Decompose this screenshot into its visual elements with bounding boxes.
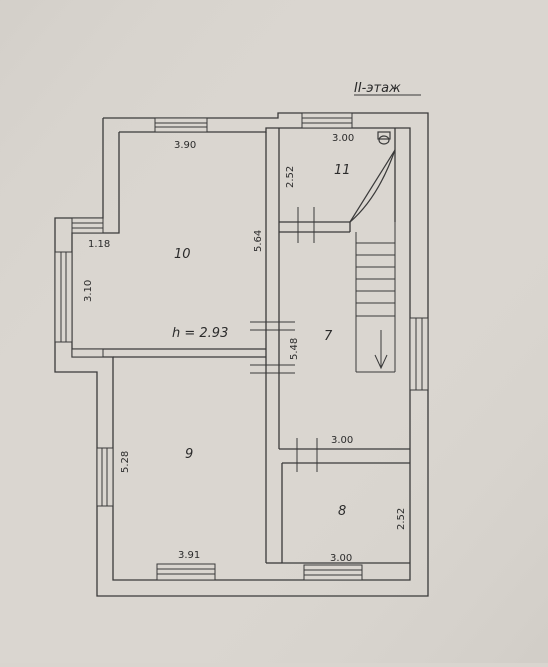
door-room8 [296,438,318,472]
dim-room10-top: 3.90 [174,140,196,151]
window-bottom-room9 [156,563,216,581]
window-top-room10 [154,117,208,133]
doorways [250,207,318,472]
door-room10-to-hall [250,321,295,331]
room-numbers: 10 11 7 9 8 [174,163,351,519]
door-swing-room11 [349,149,396,223]
window-bottom-room8 [303,564,363,581]
dim-room10-left-upper: 1.18 [88,239,110,250]
room-number-8: 8 [338,504,346,519]
staircase [355,222,396,373]
window-left-bay-top [71,217,104,234]
toilet-icon [377,131,391,145]
room-number-9: 9 [185,447,193,462]
dim-room11-left: 2.52 [285,166,296,188]
ceiling-height: h = 2.93 [172,326,228,341]
window-left-room9 [96,447,114,507]
door-room11 [297,207,315,243]
floor-label: II-этаж [354,81,401,96]
outer-wall-outline [54,112,429,597]
dimension-labels: 3.90 1.18 3.10 5.64 3.00 2.52 5.48 3.00 … [83,133,407,564]
dim-room11-top: 3.00 [332,133,354,144]
dim-room9-bottom: 3.91 [178,550,200,561]
room-number-11: 11 [334,163,351,178]
dim-room8-bottom: 3.00 [330,553,352,564]
dim-room8-right: 2.52 [396,508,407,530]
door-room9-to-hall [250,364,295,374]
window-left-bay-bottom [71,348,104,358]
dim-room9-left: 5.28 [120,451,131,473]
windows [54,112,429,581]
window-left-bay [54,251,73,343]
window-top-room11 [301,112,353,129]
room-number-7: 7 [324,329,333,344]
stair-arrow-head-icon [374,354,388,370]
room-number-10: 10 [174,247,191,262]
dim-room7-height: 5.48 [289,338,300,360]
window-right-room7 [409,317,429,391]
dim-room7-bottom: 3.00 [331,435,353,446]
dim-room10-right: 5.64 [253,230,264,252]
dim-room10-left-bay: 3.10 [83,280,94,302]
stair-treads [356,242,395,317]
